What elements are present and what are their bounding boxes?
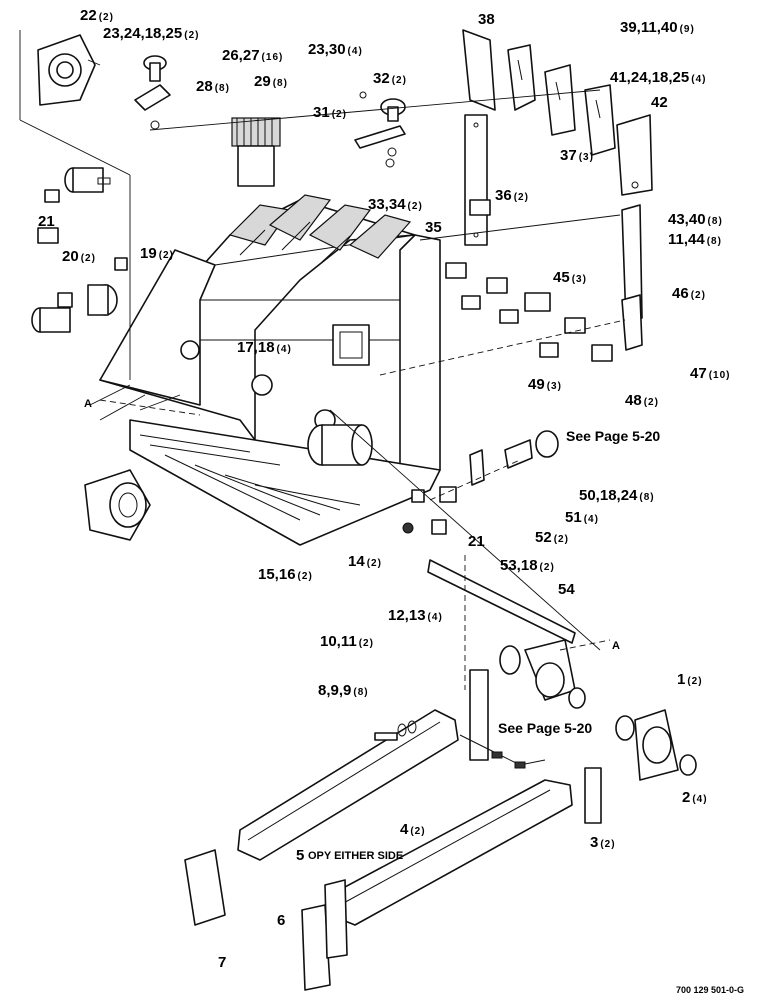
callout-15-16: 15,16(2) [258, 566, 313, 583]
plate-c [564, 317, 586, 334]
callout-43-40: 43,40(8) [668, 211, 723, 228]
knob-32 [354, 91, 406, 168]
callout-45: 45(3) [553, 269, 587, 286]
callout-21-lower: 21 [468, 533, 485, 550]
small-plate-left [114, 257, 128, 271]
callout-2: 2(4) [682, 789, 708, 806]
plate-45 [524, 292, 551, 312]
bearing-unit-1-lower [615, 709, 697, 781]
callout-51: 51(4) [565, 509, 599, 526]
callout-47: 47(10) [690, 365, 731, 382]
plate-21-upper [37, 227, 59, 244]
callout-39-11-40: 39,11,40(9) [620, 19, 695, 36]
plate-d [461, 295, 481, 310]
floor-tray [129, 419, 441, 546]
callout-50-18-24: 50,18,24(8) [579, 487, 655, 504]
callout-33-34: 33,34(2) [368, 196, 423, 213]
bearing-flange-upper-left [37, 34, 101, 106]
callout-6: 6 [277, 912, 286, 929]
guide-plate-29 [231, 117, 281, 187]
small-plate-mid [57, 292, 73, 308]
callout-8-9-9: 8,9,9(8) [318, 682, 369, 699]
callout-41-24-18-25: 41,24,18,25(4) [610, 69, 707, 86]
bearing-unit-1-upper [499, 639, 586, 709]
callout-11-44: 11,44(8) [668, 231, 722, 248]
side-frame-upper [237, 669, 489, 861]
callout-14: 14(2) [348, 553, 382, 570]
roller-bearing-right [439, 430, 559, 503]
callout-28: 28(8) [196, 78, 230, 95]
strap-3 [584, 767, 602, 824]
note-see-page-lower: See Page 5-20 [498, 720, 593, 736]
callout-7: 7 [218, 954, 227, 971]
callout-17-18: 17,18(4) [237, 339, 292, 356]
callout-5: 5 [296, 847, 305, 864]
small-plate-top [44, 189, 60, 203]
callout-32: 32(2) [373, 70, 407, 87]
plate-5 [324, 879, 348, 959]
callout-23-24-18-25: 23,24,18,25(2) [103, 25, 200, 42]
guide-plate-42 [616, 114, 653, 196]
callout-22: 22(2) [80, 7, 114, 24]
guide-fingers-37 [507, 44, 616, 156]
gusset-7 [184, 849, 226, 926]
roller-left-upper [64, 167, 111, 193]
ref-a-right: A [612, 640, 620, 652]
callout-1: 1(2) [677, 671, 703, 688]
roller-left-lower [31, 284, 118, 333]
callout-10-11: 10,11(2) [320, 633, 374, 650]
note-opy-either-side: OPY EITHER SIDE [308, 850, 404, 862]
plate-b [486, 277, 508, 294]
bearing-flange-lower-left [84, 469, 151, 541]
small-fasteners-center [402, 489, 447, 535]
callout-20: 20(2) [62, 248, 96, 265]
plate-48 [591, 344, 613, 362]
knob-top-left [134, 55, 171, 130]
callout-3: 3(2) [590, 834, 616, 851]
callout-37: 37(3) [560, 147, 594, 164]
plate-e [499, 309, 519, 324]
bolt-8 [374, 720, 417, 741]
sensor-cable [459, 734, 546, 769]
callout-38: 38 [478, 11, 495, 28]
callout-46: 46(2) [672, 285, 706, 302]
callout-42: 42 [651, 94, 668, 111]
ref-a-left: A [84, 398, 92, 410]
callout-54: 54 [558, 581, 575, 598]
callout-21-upper: 21 [38, 213, 55, 230]
callout-23-30: 23,30(4) [308, 41, 363, 58]
roller-center-tube [307, 424, 373, 466]
plate-a [445, 262, 467, 279]
callout-4: 4(2) [400, 821, 426, 838]
callout-36: 36(2) [495, 187, 529, 204]
callout-35: 35 [425, 219, 442, 236]
callout-52: 52(2) [535, 529, 569, 546]
callout-48: 48(2) [625, 392, 659, 409]
callout-19: 19(2) [140, 245, 174, 262]
support-bar-46 [621, 204, 643, 351]
callout-53-18: 53,18(2) [500, 557, 555, 574]
plate-6 [301, 904, 331, 991]
callout-49: 49(3) [528, 376, 562, 393]
callout-12-13: 12,13(4) [388, 607, 443, 624]
callout-26-27: 26,27(16) [222, 47, 284, 64]
plate-36 [469, 199, 491, 216]
plate-49 [539, 342, 559, 358]
note-see-page-upper: See Page 5-20 [566, 428, 661, 444]
document-number: 700 129 501-0-G [676, 985, 745, 995]
callout-29: 29(8) [254, 73, 288, 90]
callout-31: 31(2) [313, 104, 347, 121]
